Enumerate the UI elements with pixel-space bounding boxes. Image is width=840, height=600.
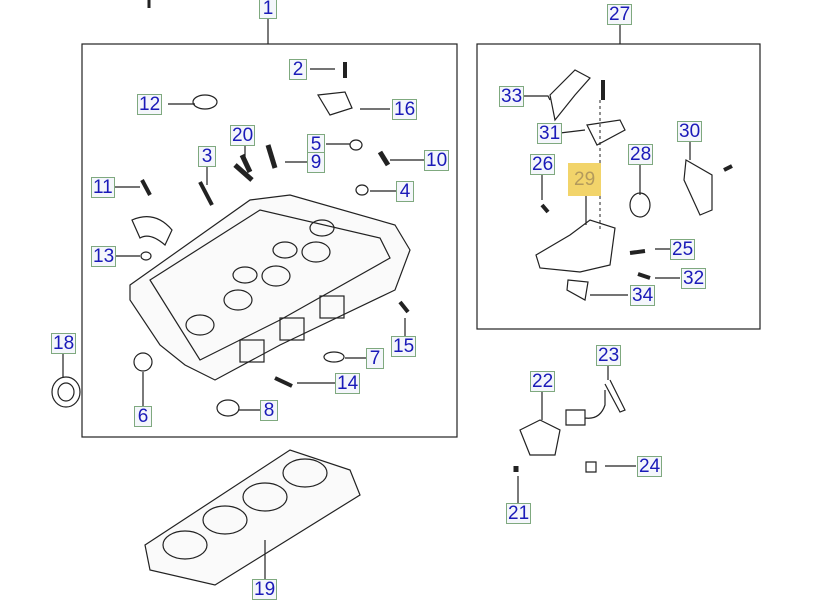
callout-27[interactable]: 27	[607, 4, 633, 25]
callout-20[interactable]: 20	[230, 125, 256, 146]
bracket-33-part	[549, 69, 591, 122]
plug-part	[192, 94, 218, 110]
gasket-34-part	[566, 279, 589, 301]
callout-16[interactable]: 16	[392, 99, 418, 120]
callout-33[interactable]: 33	[499, 86, 525, 107]
callout-14[interactable]: 14	[335, 373, 361, 394]
callout-22[interactable]: 22	[530, 371, 556, 392]
callout-29-highlighted[interactable]: 29	[568, 163, 602, 196]
callout-18[interactable]: 18	[51, 333, 77, 354]
cylinder-head-group-box	[81, 43, 458, 438]
callout-11[interactable]: 11	[91, 177, 115, 198]
water-outlet-part	[586, 119, 626, 146]
callout-7[interactable]: 7	[366, 348, 384, 369]
callout-6[interactable]: 6	[134, 406, 152, 427]
bracket-part	[317, 91, 353, 116]
callout-19[interactable]: 19	[252, 579, 278, 600]
callout-8[interactable]: 8	[260, 400, 278, 421]
callout-23[interactable]: 23	[596, 345, 622, 366]
callout-31[interactable]: 31	[537, 123, 563, 144]
callout-1[interactable]: 1	[259, 0, 277, 19]
callout-10[interactable]: 10	[424, 150, 450, 171]
callout-25[interactable]: 25	[670, 239, 696, 260]
callout-4[interactable]: 4	[396, 181, 414, 202]
thermostat-group-box	[476, 43, 761, 330]
sensor-22-part	[519, 419, 561, 456]
callout-2[interactable]: 2	[289, 59, 307, 80]
callout-9[interactable]: 9	[307, 152, 325, 173]
callout-26[interactable]: 26	[530, 154, 556, 175]
callout-24[interactable]: 24	[637, 456, 663, 477]
callout-12[interactable]: 12	[137, 94, 163, 115]
sensor-23-part	[565, 379, 626, 426]
callout-34[interactable]: 34	[630, 285, 656, 306]
callout-28[interactable]: 28	[628, 144, 654, 165]
seal-ring-part	[51, 376, 81, 408]
callout-15[interactable]: 15	[391, 336, 417, 357]
callout-3[interactable]: 3	[198, 146, 216, 167]
head-gasket-part	[144, 449, 361, 586]
callout-30[interactable]: 30	[677, 121, 703, 142]
clip-24-part	[585, 461, 597, 473]
callout-13[interactable]: 13	[91, 246, 117, 267]
thermostat-part	[629, 192, 651, 218]
callout-32[interactable]: 32	[681, 268, 707, 289]
callout-21[interactable]: 21	[506, 503, 532, 524]
cylinder-head-part	[129, 194, 411, 381]
thermostat-housing-part	[535, 219, 616, 273]
thermostat-cover-part	[683, 159, 713, 216]
